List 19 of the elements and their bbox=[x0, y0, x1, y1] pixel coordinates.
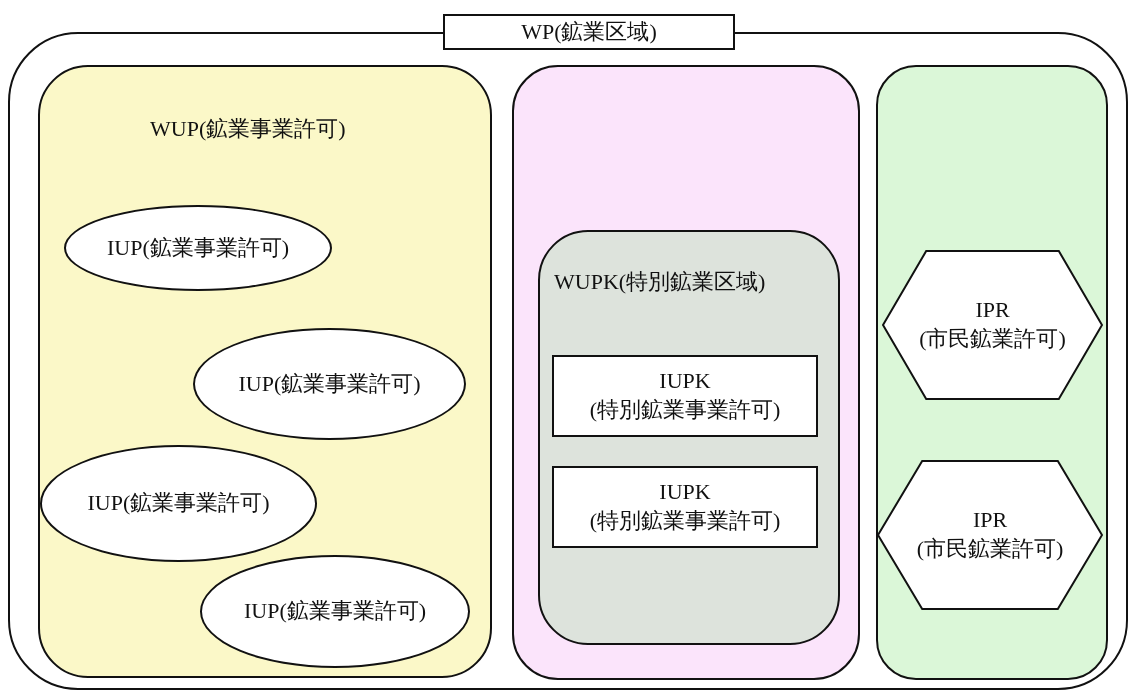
permit-label: IUP(鉱業事業許可) bbox=[105, 233, 291, 262]
region-panel bbox=[876, 65, 1108, 680]
title-label: WP(鉱業区域) bbox=[443, 14, 735, 50]
permit-hexagon bbox=[882, 250, 1103, 400]
region-panel bbox=[38, 65, 492, 678]
permit-label: IUPK (特別鉱業事業許可) bbox=[588, 367, 782, 424]
permit-hexagon bbox=[877, 460, 1103, 610]
permit-label: IPR (市民鉱業許可) bbox=[915, 506, 1065, 563]
permit-label: IUP(鉱業事業許可) bbox=[242, 597, 428, 626]
region-panel bbox=[512, 65, 860, 680]
region-label: WUPK(特別鉱業区域) bbox=[554, 268, 766, 296]
region-panel bbox=[538, 230, 840, 645]
permit-label: IUPK (特別鉱業事業許可) bbox=[588, 478, 782, 535]
permit-box bbox=[552, 466, 818, 548]
permit-label: IUP(鉱業事業許可) bbox=[237, 369, 422, 398]
region-label: WUP(鉱業事業許可) bbox=[150, 115, 346, 143]
permit-box bbox=[552, 355, 818, 437]
permit-label: IPR (市民鉱業許可) bbox=[918, 296, 1067, 353]
permit-label: IUP(鉱業事業許可) bbox=[86, 489, 271, 518]
